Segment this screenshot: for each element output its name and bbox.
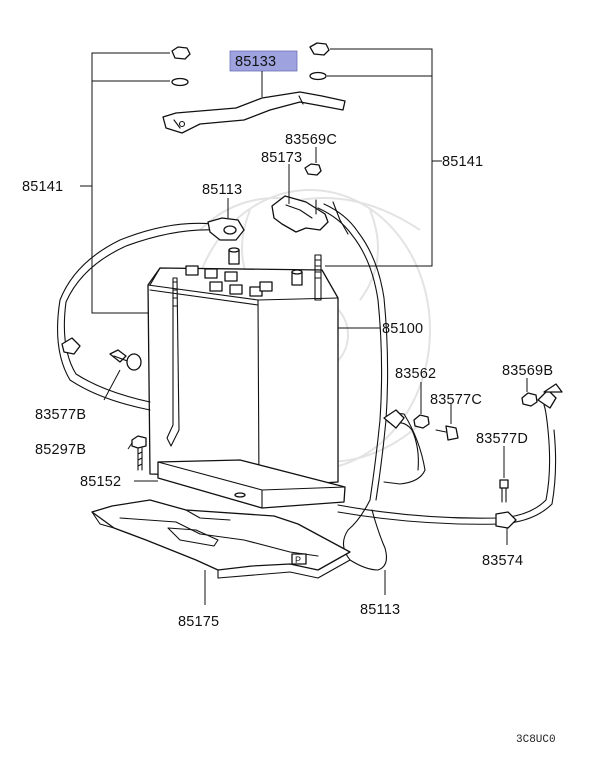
figure-code: 3C8UC0 (516, 734, 556, 746)
label-83574[interactable]: 83574 (482, 553, 523, 569)
label-85141-right[interactable]: 85141 (442, 154, 483, 170)
label-85100[interactable]: 85100 (382, 321, 423, 337)
highlight-box (229, 50, 298, 72)
label-83577b[interactable]: 83577B (35, 407, 86, 423)
label-83569b[interactable]: 83569B (502, 363, 553, 379)
battery (147, 247, 339, 488)
label-83577d[interactable]: 83577D (476, 431, 528, 447)
bolt-83577c (435, 425, 459, 441)
battery-tray: P (91, 499, 351, 579)
bolt-83577b (109, 349, 142, 371)
label-83577c[interactable]: 83577C (430, 392, 482, 408)
sensor-cable (383, 409, 426, 485)
hold-down-rod-left (166, 277, 180, 447)
nut-83562 (413, 414, 430, 429)
ground-cable (337, 383, 563, 529)
label-85133-group[interactable]: 85133 (229, 50, 298, 72)
hold-down-rod-right (314, 254, 322, 301)
label-83562[interactable]: 83562 (395, 366, 436, 382)
label-85141-left[interactable]: 85141 (22, 179, 63, 195)
negative-cable (56, 217, 245, 411)
positive-cable (317, 201, 389, 571)
battery-pad (157, 459, 346, 509)
label-85113-bottom[interactable]: 85113 (360, 602, 400, 618)
label-85173[interactable]: 85173 (261, 150, 302, 166)
svg-text:P: P (295, 555, 301, 565)
label-83569c[interactable]: 83569C (285, 132, 337, 148)
label-85175[interactable]: 85175 (178, 614, 219, 630)
bolt-83577d (499, 479, 509, 503)
nut-right (309, 42, 330, 81)
label-85152[interactable]: 85152 (80, 474, 121, 490)
nut-83569b (521, 392, 538, 407)
label-85113-top[interactable]: 85113 (202, 182, 242, 198)
positive-terminal (271, 195, 329, 233)
nut-left (171, 46, 191, 87)
bolt-85297b (131, 435, 147, 471)
label-85297b[interactable]: 85297B (35, 442, 86, 458)
nut-83569c (304, 163, 322, 176)
label-85133[interactable]: 85133 (235, 54, 276, 70)
hold-down-clamp (162, 91, 346, 134)
